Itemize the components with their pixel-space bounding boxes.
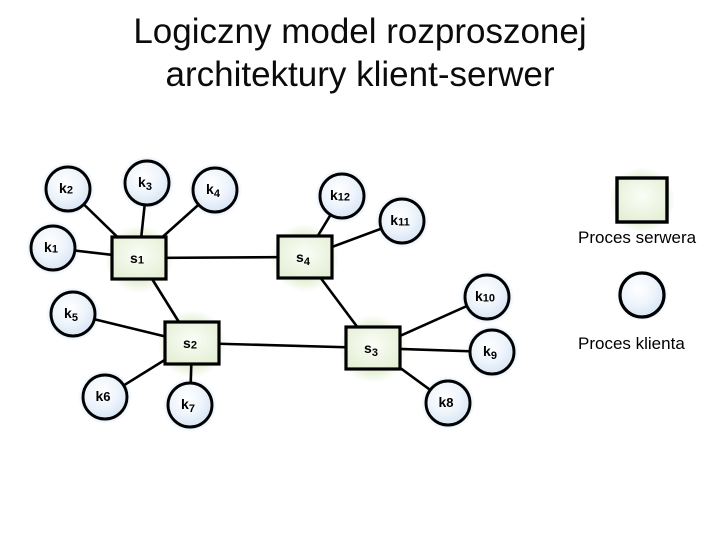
node-k6-label: k6 [95, 388, 110, 404]
node-k2 [44, 165, 92, 213]
label-layer: k2 k3 k4 k12 k11 k1 s1 s4 k10 k5 s2 s3 k9 k6 k7 k8 [44, 174, 497, 415]
node-s4-label: s4 [296, 249, 311, 268]
edge-s2-s3 [191, 341, 374, 350]
node-k7 [166, 381, 214, 429]
node-k4-label: k4 [206, 181, 221, 200]
slide-title-line2: architektury klient-serwer [165, 55, 555, 94]
node-k8-label: k8 [438, 394, 453, 410]
node-k10 [463, 273, 511, 321]
slide-title-line1: Logiczny model rozproszonej [133, 12, 587, 51]
node-k12 [318, 172, 366, 220]
node-k11-label: k11 [390, 212, 409, 229]
node-k3-label: k3 [138, 174, 152, 193]
node-s3 [344, 325, 402, 371]
node-k8 [424, 379, 472, 427]
node-s4 [276, 234, 334, 280]
node-k7-label: k7 [181, 396, 195, 415]
node-k2-label: k2 [59, 180, 73, 197]
node-k4 [191, 166, 239, 214]
node-k1 [29, 224, 77, 272]
node-k1-label: k1 [44, 239, 58, 256]
node-s2 [163, 320, 221, 366]
legend-client-symbol [618, 271, 666, 319]
node-layer [29, 159, 669, 429]
node-k10-label: k10 [475, 288, 495, 305]
node-k5 [49, 290, 97, 338]
legend-client-label: Proces klienta [578, 334, 685, 353]
legend-server-symbol [615, 176, 669, 224]
node-s3-label: s3 [364, 340, 378, 359]
node-k6 [81, 373, 129, 421]
node-k5-label: k5 [64, 305, 78, 324]
legend-server-label: Proces serwera [578, 228, 697, 247]
node-s2-label: s2 [183, 335, 197, 352]
node-k9 [468, 328, 516, 376]
node-k3 [123, 159, 171, 207]
node-k9-label: k9 [483, 343, 497, 362]
slide-title: Logiczny model rozproszonej architektury … [0, 10, 720, 96]
node-s1-label: s1 [130, 250, 144, 267]
node-k11 [378, 197, 426, 245]
node-k12-label: k12 [330, 187, 350, 204]
node-s1 [110, 235, 168, 281]
